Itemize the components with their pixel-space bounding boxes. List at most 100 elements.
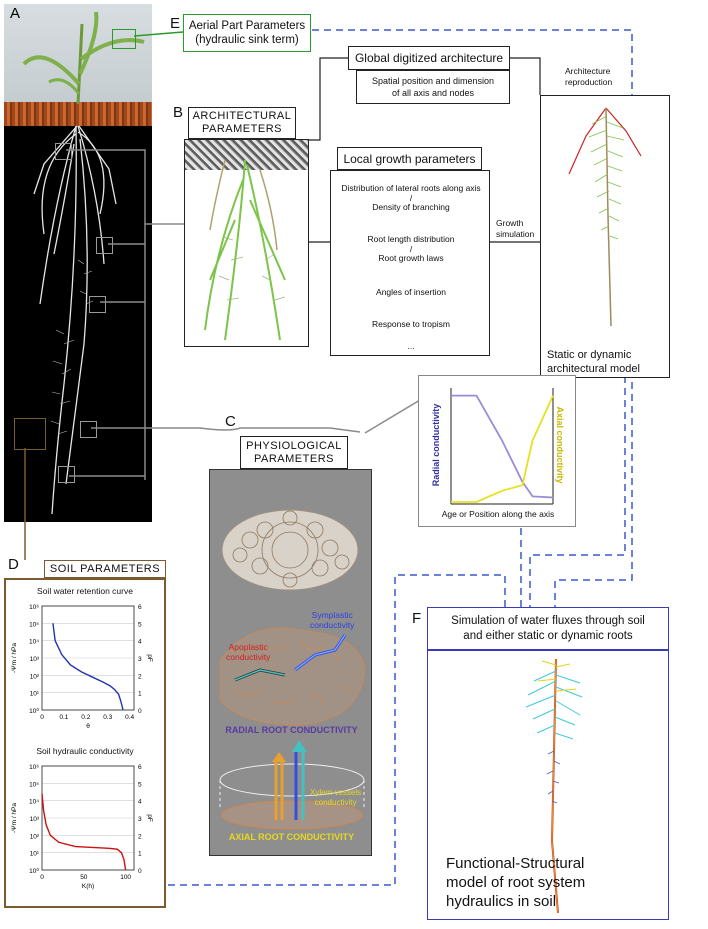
retention-y2tick-label: 1	[138, 691, 142, 698]
root-section-drawings	[219, 509, 366, 830]
conductivity-ytick-label: 10³	[30, 816, 40, 823]
local-item-2: /	[409, 193, 413, 203]
scan-roots	[204, 159, 286, 341]
local-title-text: Local growth parameters	[343, 151, 476, 166]
retention-ytick-label: 10²	[30, 673, 40, 680]
leaf-sample-square	[112, 29, 136, 49]
arch-repro-label: Architecture reproduction	[565, 66, 612, 88]
local-item-1: Distribution of lateral roots along axis	[341, 183, 481, 193]
functional-structural-label: Functional-Structural model of root syst…	[446, 854, 585, 911]
radial-conductivity-axis-label: Radial conductivity	[431, 403, 441, 487]
soil-sample-square	[14, 418, 46, 450]
panel-d-letter: D	[8, 556, 19, 573]
retention-ytick-label: 10¹	[30, 691, 40, 698]
sample-square-3	[89, 296, 106, 313]
conductivity-y2tick-label: 1	[138, 851, 142, 858]
conductivity-ytick-label: 10⁴	[29, 799, 39, 806]
sample-square-5	[58, 466, 75, 483]
physio-title-line2: PARAMETERS	[254, 452, 334, 465]
conductivity-y2label: pF	[146, 814, 153, 822]
sample-square-1	[55, 143, 72, 160]
conductivity-ytick-label: 10⁶	[29, 764, 39, 771]
cond-series-line	[451, 394, 554, 499]
retention-ylabel: -Ψm / hPa	[11, 643, 18, 673]
retention-ytick-label: 10⁴	[29, 639, 39, 646]
conductivity-y2tick-label: 4	[138, 799, 142, 806]
arch-title-line1: ARCHITECTURAL	[192, 110, 292, 122]
symplastic-label: Symplastic conductivity	[310, 610, 354, 630]
root-scan-image	[184, 139, 309, 347]
retention-xtick-label: 0.2	[81, 714, 90, 721]
retention-frame	[41, 605, 135, 711]
architectural-model-box: Static or dynamic architectural model	[540, 95, 670, 378]
conductivity-frame	[41, 765, 135, 871]
conductivity-curve	[41, 793, 127, 871]
local-growth-list: Distribution of lateral roots along axis…	[330, 170, 490, 356]
conductivity-xtick-label: 100	[120, 874, 131, 881]
symplastic-line1: Symplastic	[311, 610, 353, 620]
panel-b-letter: B	[173, 104, 184, 121]
arch-title-line2: PARAMETERS	[202, 123, 282, 135]
functional-line2: model of root system	[446, 874, 586, 891]
xylem-label: Xylem vessels conductivity	[310, 788, 361, 808]
symplastic-line2: conductivity	[310, 620, 355, 630]
growth-sim-label: Growth simulation	[496, 218, 534, 240]
local-item-6: Root growth laws	[378, 253, 444, 263]
retention-chart-title: Soil water retention curve	[37, 586, 133, 596]
plant-photo	[4, 4, 152, 522]
retention-xtick-label: 0.1	[59, 714, 68, 721]
plant-drawing	[22, 11, 145, 515]
physiological-panel: Apoplastic conductivity Symplastic condu…	[209, 469, 372, 856]
global-architecture-desc: Spatial position and dimension of all ax…	[356, 70, 510, 104]
arch-repro-line1: Architecture	[565, 66, 611, 76]
conductivity-ytick-label: 10⁵	[29, 781, 39, 788]
sim-title-line1: Simulation of water fluxes through soil	[451, 614, 645, 627]
retention-ytick-label: 10⁶	[29, 604, 39, 611]
growth-line2: simulation	[496, 229, 535, 239]
conductivity-ytick-label: 10²	[30, 833, 40, 840]
functional-model-box: Functional-Structural model of root syst…	[427, 650, 669, 920]
local-item-8: Response to tropism	[372, 319, 450, 329]
apoplastic-line1: Apoplastic	[228, 642, 268, 652]
cond-series-line	[451, 395, 554, 503]
local-item-5: /	[409, 244, 413, 254]
retention-curve	[52, 623, 124, 711]
global-architecture-title: Global digitized architecture	[348, 46, 510, 70]
conductivity-ytick-label: 10⁰	[29, 867, 39, 875]
sample-square-2	[96, 237, 113, 254]
retention-xtick-label: 0	[40, 714, 44, 721]
simulated-root-architecture	[568, 107, 642, 327]
retention-y2tick-label: 6	[138, 604, 142, 611]
panel-a-letter: A	[10, 5, 21, 22]
arch-repro-line2: reproduction	[565, 77, 613, 87]
xylem-line1: Xylem vessels	[310, 788, 362, 797]
physiological-parameters-title: PHYSIOLOGICAL PARAMETERS	[240, 436, 348, 469]
growth-line1: Growth	[496, 218, 524, 228]
global-desc-line1: Spatial position and dimension	[371, 76, 495, 86]
aerial-parameters-box: Aerial Part Parameters (hydraulic sink t…	[183, 14, 311, 52]
retention-y2tick-label: 0	[138, 708, 142, 715]
sim-title-line2: and either static or dynamic roots	[463, 629, 633, 642]
retention-y2label: pF	[146, 654, 153, 662]
functional-line3: hydraulics in soil	[446, 893, 557, 910]
soil-parameters-title: SOIL PARAMETERS	[44, 560, 166, 578]
retention-y2tick-label: 4	[138, 639, 142, 646]
model-label-line1: Static or dynamic	[547, 349, 632, 361]
conductivity-x-label: Age or Position along the axis	[441, 509, 555, 519]
conductivity-y2tick-label: 2	[138, 833, 142, 840]
retention-xtick-label: 0.4	[125, 714, 134, 721]
global-desc-line2: of all axis and nodes	[391, 88, 475, 98]
photo-soil-surface	[4, 102, 152, 126]
panel-f-letter: F	[412, 610, 422, 627]
axial-conductivity-axis-label: Axial conductivity	[555, 406, 565, 484]
conductivity-chart-title: Soil hydraulic conductivity	[36, 746, 134, 756]
apoplastic-line2: conductivity	[226, 652, 271, 662]
sample-square-4	[80, 421, 97, 438]
radial-conductivity-label: RADIAL ROOT CONDUCTIVITY	[225, 725, 358, 735]
conductivity-ytick-label: 10¹	[30, 851, 40, 858]
panel-c-letter: C	[225, 413, 236, 430]
local-item-7: Angles of insertion	[376, 287, 446, 297]
conductivity-xtick-label: 0	[40, 874, 44, 881]
